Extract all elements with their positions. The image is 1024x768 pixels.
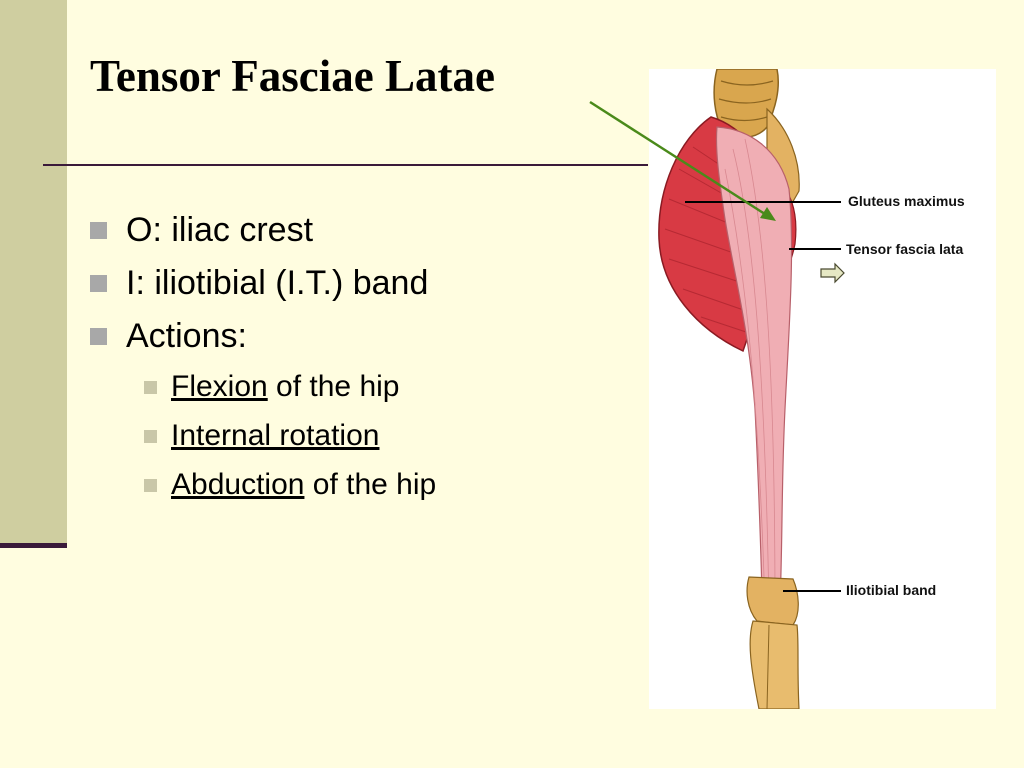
- subbullet-flexion-term: Flexion: [171, 370, 268, 403]
- subbullet-abduction: Abduction of the hip: [90, 465, 436, 514]
- right-arrow-icon: [820, 262, 845, 284]
- hip-thigh-muscle-drawing: [658, 69, 845, 709]
- subbullet-abduction-rest: of the hip: [304, 468, 437, 501]
- subbullet-flexion: Flexion of the hip: [90, 367, 436, 416]
- title-divider: [43, 164, 648, 166]
- gluteus-maximus-label: Gluteus maximus: [848, 193, 965, 209]
- pointer-arrow-line: [589, 100, 769, 218]
- subbullet-internal-rotation: Internal rotation: [90, 416, 436, 465]
- tibia-bone: [749, 620, 800, 709]
- subbullet-flexion-rest: of the hip: [267, 370, 400, 403]
- slide-title: Tensor Fasciae Latae: [90, 51, 495, 101]
- fibula-line: [766, 624, 770, 709]
- tensor-fascia-lata-label: Tensor fascia lata: [846, 241, 964, 257]
- left-accent-bar: [0, 0, 67, 547]
- subbullet-abduction-term: Abduction: [171, 468, 305, 501]
- bullet-insertion: I: iliotibial (I.T.) band: [90, 261, 436, 314]
- pointer-arrowhead-icon: [760, 207, 776, 221]
- iliotibial-band-label: Iliotibial band: [846, 582, 937, 598]
- subbullet-internal-rotation-term: Internal rotation: [171, 419, 380, 452]
- band-fiber-lines: [724, 138, 776, 610]
- left-accent-underline: [0, 543, 67, 548]
- bullet-origin: O: iliac crest: [90, 208, 436, 261]
- vertebra-lines: [718, 80, 774, 122]
- bullet-list: O: iliac crest I: iliotibial (I.T.) band…: [90, 208, 436, 514]
- bullet-actions: Actions:: [90, 314, 436, 367]
